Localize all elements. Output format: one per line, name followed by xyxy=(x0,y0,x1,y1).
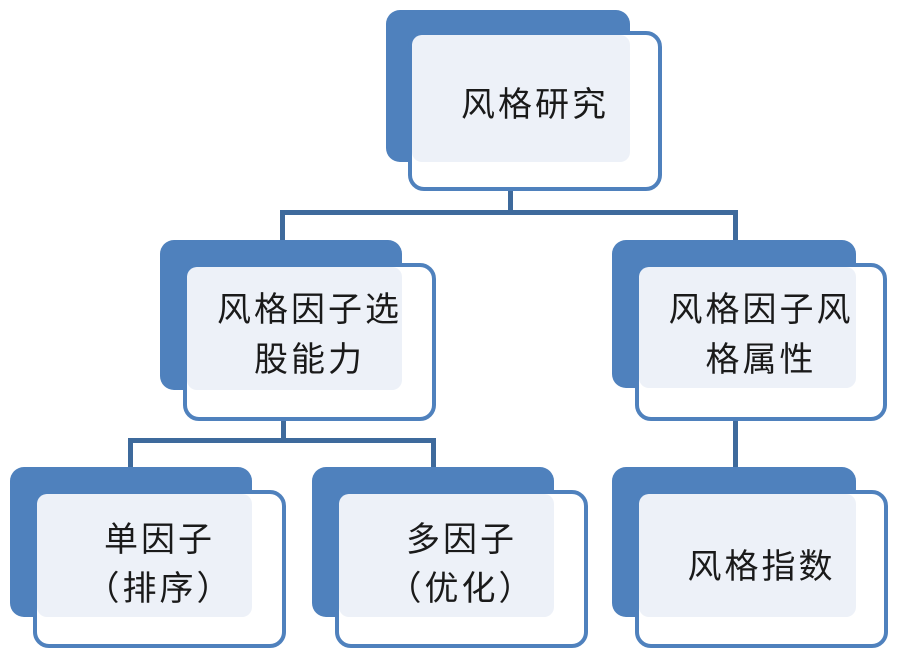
connector xyxy=(128,438,133,494)
node-label-line: （排序） xyxy=(85,569,234,609)
connector xyxy=(281,418,286,442)
node-label-line: 单因子 xyxy=(104,519,215,560)
connector xyxy=(128,438,436,443)
node-label-line: （优化） xyxy=(387,569,536,609)
connector xyxy=(431,438,436,494)
connector xyxy=(733,210,738,268)
connector xyxy=(280,210,285,268)
node-label-line: 风格指数 xyxy=(687,546,836,587)
connector xyxy=(733,418,738,494)
connector xyxy=(280,210,738,215)
connector xyxy=(508,188,513,214)
node-label: 风格研究 xyxy=(461,85,609,126)
node-label-line: 风格因子选 xyxy=(217,290,402,331)
node-label-line: 股能力 xyxy=(254,339,365,380)
node-label-line: 多因子 xyxy=(406,519,517,560)
node-label-line: 格属性 xyxy=(705,339,817,380)
node-label-line: 风格因子风 xyxy=(668,290,854,331)
